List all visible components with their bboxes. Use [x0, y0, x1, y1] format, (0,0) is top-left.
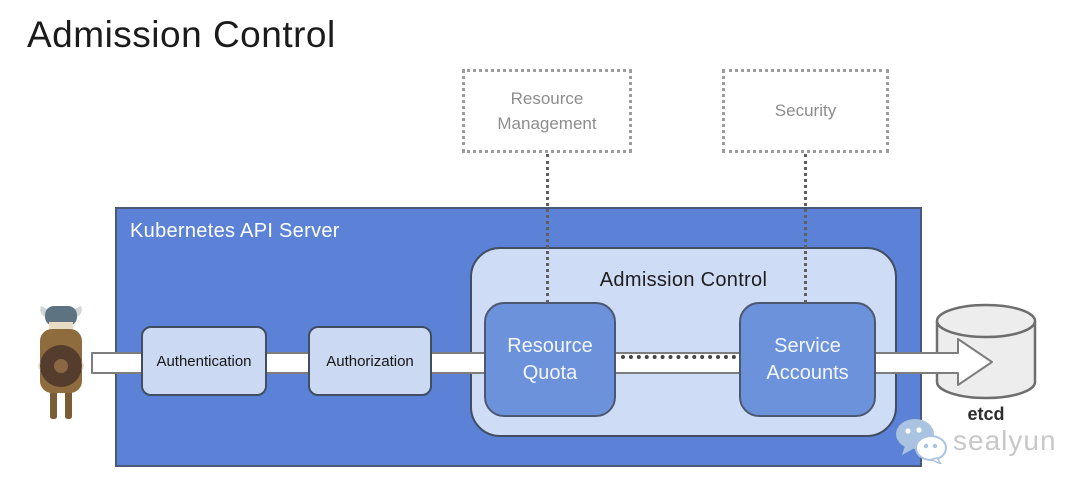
group-resource-management-label: Resource Management [497, 88, 597, 134]
api-server-label: Kubernetes API Server [130, 220, 340, 242]
wechat-icon [896, 419, 947, 464]
watermark: sealyun [895, 418, 1057, 464]
etcd-label: etcd [967, 404, 1005, 424]
plugin-resource-quota: Resource Quota [484, 302, 616, 417]
page-title: Admission Control [27, 14, 336, 55]
stage-authentication-label: Authentication [156, 352, 252, 370]
watermark-label: sealyun [953, 425, 1057, 456]
stage-authorization: Authorization [308, 326, 432, 396]
viking-user-icon [38, 306, 84, 419]
admission-control-panel-label: Admission Control [599, 269, 768, 291]
group-resource-management: Resource Management [462, 69, 632, 153]
dotted-connector-quota-to-accounts [621, 355, 736, 359]
dotted-connector-resource-management [546, 154, 549, 303]
stage-authentication: Authentication [141, 326, 267, 396]
plugin-service-accounts: Service Accounts [739, 302, 876, 417]
stage-authorization-label: Authorization [326, 352, 414, 370]
group-security: Security [722, 69, 889, 153]
plugin-service-accounts-label: Service Accounts [766, 334, 849, 384]
dotted-connector-security [804, 154, 807, 303]
plugin-resource-quota-label: Resource Quota [507, 334, 593, 384]
group-security-label: Security [774, 101, 837, 121]
